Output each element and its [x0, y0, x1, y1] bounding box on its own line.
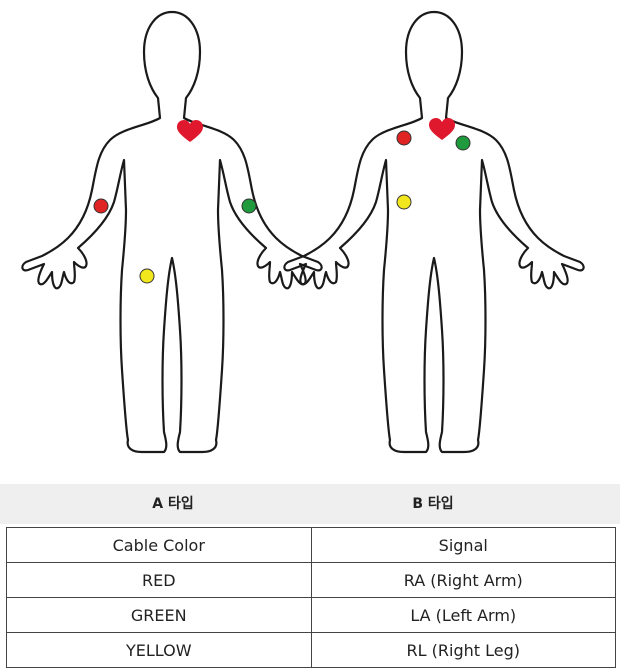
header-cable-color: Cable Color [7, 528, 312, 563]
cell-cable-color: RED [7, 563, 312, 598]
header-signal: Signal [311, 528, 616, 563]
cell-signal: RL (Right Leg) [311, 633, 616, 668]
cell-signal: RA (Right Arm) [311, 563, 616, 598]
caption-type-b: B 타입 [368, 484, 498, 524]
electrode-red-b [397, 131, 411, 145]
electrode-green-b [456, 136, 470, 150]
caption-type-a: A 타입 [108, 484, 238, 524]
cell-cable-color: GREEN [7, 598, 312, 633]
body-diagrams [0, 0, 620, 475]
table-row: RED RA (Right Arm) [7, 563, 616, 598]
electrode-red-a [94, 199, 108, 213]
cable-signal-table: Cable Color Signal RED RA (Right Arm) GR… [6, 527, 616, 668]
cell-signal: LA (Left Arm) [311, 598, 616, 633]
electrode-green-a [242, 199, 256, 213]
body-outline-a [22, 12, 321, 452]
caption-bar: A 타입 B 타입 [0, 484, 620, 524]
heart-icon [429, 118, 455, 140]
body-figure-b [284, 12, 583, 452]
electrode-yellow-b [397, 195, 411, 209]
body-figure-a [22, 12, 321, 452]
table-header-row: Cable Color Signal [7, 528, 616, 563]
electrode-yellow-a [140, 269, 154, 283]
table-row: GREEN LA (Left Arm) [7, 598, 616, 633]
cell-cable-color: YELLOW [7, 633, 312, 668]
table-row: YELLOW RL (Right Leg) [7, 633, 616, 668]
heart-icon [177, 120, 203, 142]
body-outline-b [284, 12, 583, 452]
